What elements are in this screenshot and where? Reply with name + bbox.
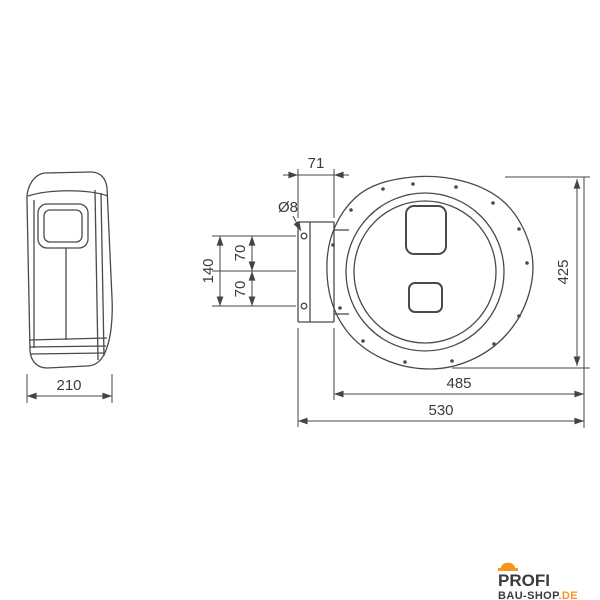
- logo-line2-main: BAU-SHOP: [498, 590, 559, 600]
- top-slot: [405, 205, 447, 255]
- logo-watermark: PROFI BAU-SHOP.DE: [498, 562, 578, 600]
- side-view: [26, 171, 113, 369]
- hardhat-icon: [498, 562, 518, 571]
- side-band-3: [30, 352, 105, 355]
- dimension-labels: 210 71 Ø8 140 70 70 425 485 530: [56, 155, 572, 419]
- label-71: 71: [308, 155, 325, 172]
- casing-outline: [326, 175, 534, 370]
- casing-screws: [331, 182, 529, 364]
- bracket-hole-bottom: [300, 302, 308, 310]
- mounting-bracket: [297, 221, 349, 323]
- side-band-1: [28, 337, 108, 341]
- bracket-hole-top: [300, 232, 308, 240]
- label-485: 485: [446, 375, 471, 392]
- label-140: 140: [200, 258, 217, 283]
- front-view: [297, 175, 534, 370]
- logo-line1: PROFI: [498, 571, 550, 590]
- hub-square: [408, 282, 443, 313]
- side-top-contour: [27, 190, 109, 197]
- logo-line2: BAU-SHOP.DE: [498, 590, 578, 600]
- side-body-outline: [26, 171, 113, 369]
- side-window-inner: [43, 209, 83, 243]
- label-hole-diameter: Ø8: [278, 199, 298, 216]
- leader-hole-diameter: [292, 215, 302, 232]
- side-band-2: [29, 345, 107, 348]
- drum-circle-outer: [345, 192, 505, 352]
- drum-circle-inner: [353, 200, 497, 344]
- side-contour-right-inner: [94, 189, 99, 361]
- label-530: 530: [428, 402, 453, 419]
- side-contour-right-outer: [100, 192, 105, 357]
- label-425: 425: [555, 259, 572, 284]
- dimension-lines: [26, 169, 590, 428]
- side-window-outer: [37, 203, 89, 249]
- label-70-top: 70: [232, 245, 249, 262]
- logo-line2-tld: .DE: [558, 590, 578, 600]
- label-70-bottom: 70: [232, 281, 249, 298]
- label-210: 210: [56, 377, 81, 394]
